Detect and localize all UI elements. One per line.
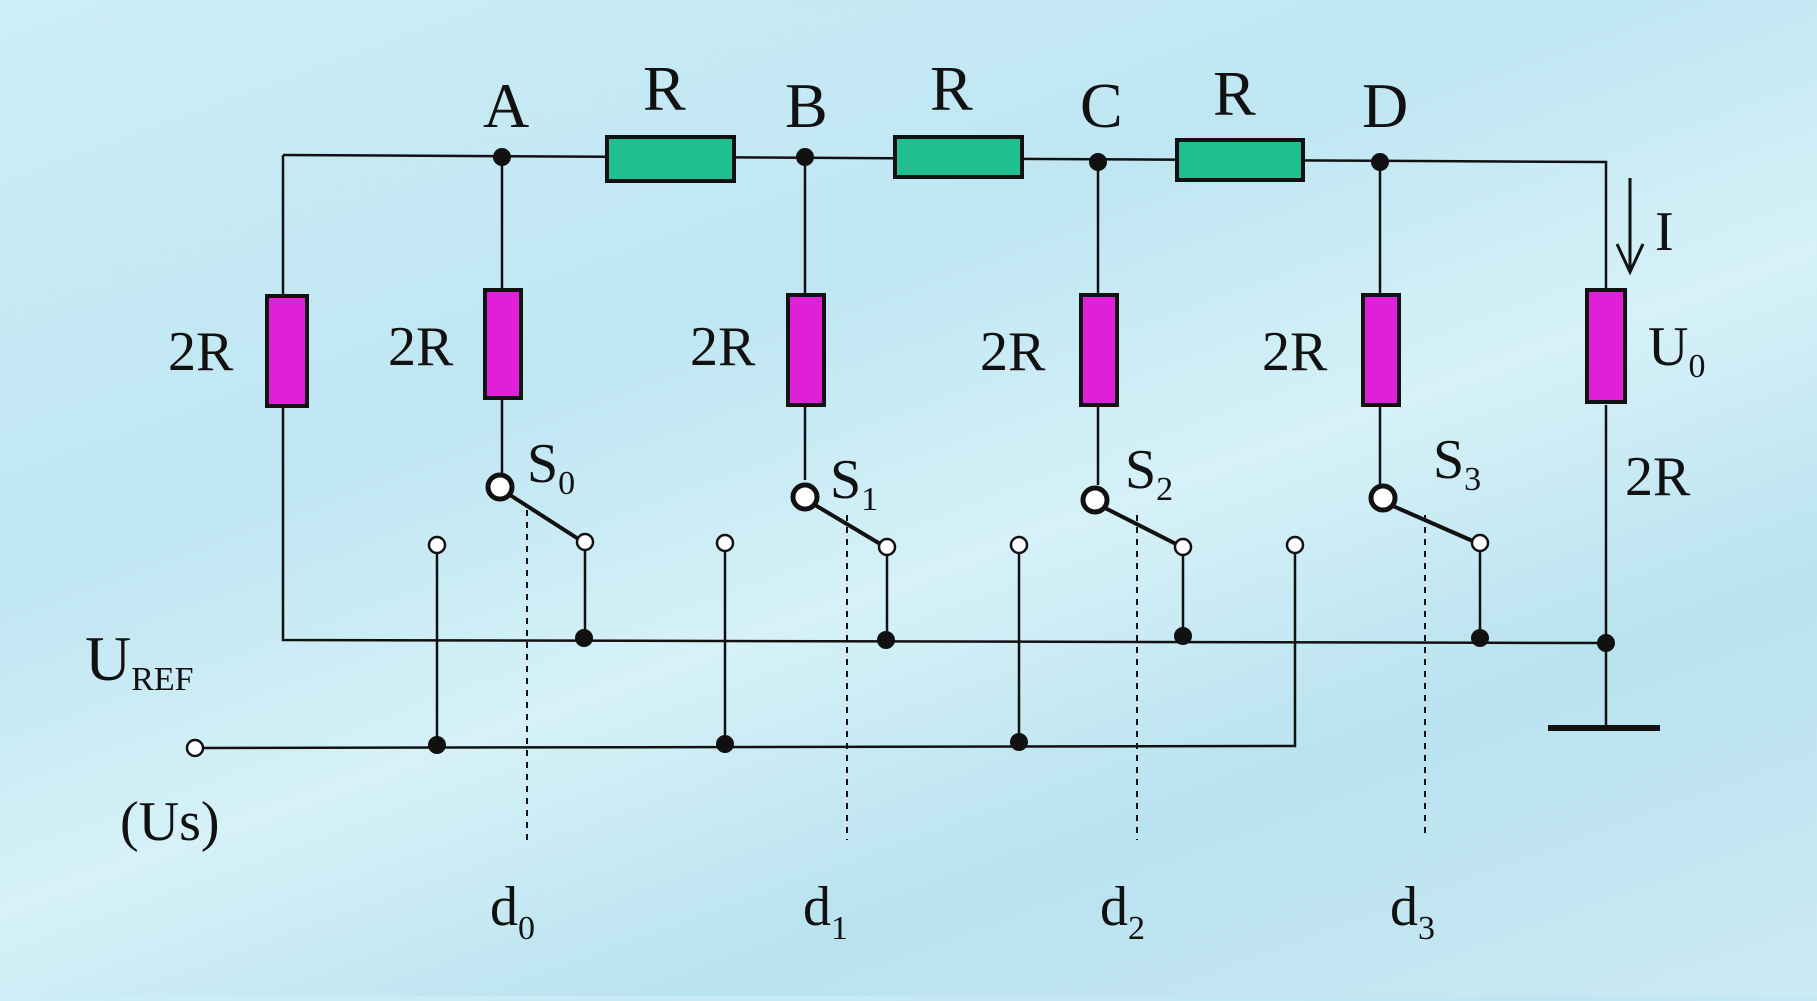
shunt-resistor-d bbox=[1361, 293, 1401, 407]
output-voltage-label: U0 bbox=[1648, 316, 1705, 385]
series-r-label-ab: R bbox=[643, 53, 686, 124]
switch-contact-0 bbox=[575, 532, 595, 552]
shunt-2r-label-a: 2R bbox=[388, 316, 454, 378]
switch-blade-2 bbox=[1104, 506, 1179, 547]
uref-junction-0 bbox=[428, 736, 446, 754]
series-resistor-bc bbox=[893, 135, 1024, 179]
bit-label-2: d2 bbox=[1100, 876, 1145, 947]
series-r-label-bc: R bbox=[930, 53, 973, 124]
uref-contact-2 bbox=[1009, 535, 1029, 555]
node-d-label: D bbox=[1362, 70, 1408, 141]
switch-contact-1 bbox=[877, 537, 897, 557]
bit-label-3: d3 bbox=[1390, 876, 1435, 947]
shunt-resistor-c bbox=[1079, 293, 1119, 407]
node-d-junction bbox=[1371, 153, 1389, 171]
left-branch-wire bbox=[281, 155, 1607, 645]
uref-contact-3 bbox=[1285, 535, 1305, 555]
uref-contact-1 bbox=[715, 533, 735, 553]
output-2r-label: 2R bbox=[1625, 446, 1691, 508]
node-a-junction bbox=[493, 148, 511, 166]
switch-pivot-1 bbox=[790, 482, 820, 512]
node-c-junction bbox=[1089, 153, 1107, 171]
bit-label-0: d0 bbox=[490, 876, 535, 947]
shunt-resistor-b bbox=[786, 293, 826, 407]
node-b-junction bbox=[796, 148, 814, 166]
switch-contact-3 bbox=[1470, 533, 1490, 553]
switch-pivot-3 bbox=[1368, 483, 1398, 513]
switch-blade-3 bbox=[1392, 504, 1476, 544]
shunt-2r-label-d: 2R bbox=[1262, 321, 1328, 383]
node-c-label: C bbox=[1080, 70, 1123, 141]
switch-label-1: S1 bbox=[830, 449, 878, 518]
series-resistor-cd bbox=[1175, 138, 1305, 182]
uref-tap-wires bbox=[435, 545, 1021, 745]
ground-junction-1 bbox=[877, 631, 895, 649]
current-label: I bbox=[1655, 201, 1674, 263]
node-b-label: B bbox=[785, 70, 828, 141]
switch-contact-2 bbox=[1173, 537, 1193, 557]
shunt-2r-label-b: 2R bbox=[690, 316, 756, 378]
us-label: (Us) bbox=[120, 791, 220, 853]
series-r-label-cd: R bbox=[1213, 58, 1256, 129]
uref-bus-wire bbox=[194, 545, 1297, 750]
ground-junction-0 bbox=[575, 629, 593, 647]
uref-label: UREF bbox=[85, 623, 194, 698]
current-arrow-head bbox=[1615, 243, 1645, 276]
ground-node-junction bbox=[1597, 634, 1615, 652]
uref-junction-1 bbox=[716, 735, 734, 753]
node-a-label: A bbox=[483, 70, 529, 141]
ground-junction-3 bbox=[1471, 629, 1489, 647]
bit-label-1: d1 bbox=[803, 876, 848, 947]
switch-pivot-2 bbox=[1080, 485, 1110, 515]
switch-pivot-0 bbox=[485, 472, 515, 502]
uref-junction-2 bbox=[1010, 733, 1028, 751]
shunt-resistor-a bbox=[483, 288, 523, 400]
switch-blade-0 bbox=[508, 493, 582, 542]
switch-blade-1 bbox=[813, 503, 884, 547]
uref-terminal bbox=[185, 738, 205, 758]
shunt-resistor-left bbox=[265, 294, 309, 408]
output-resistor bbox=[1585, 288, 1627, 404]
uref-contact-0 bbox=[427, 535, 447, 555]
ground-junction-2 bbox=[1174, 627, 1192, 645]
switch-label-3: S3 bbox=[1433, 429, 1481, 498]
switch-label-0: S0 bbox=[527, 433, 575, 502]
shunt-2r-label-c: 2R bbox=[980, 321, 1046, 383]
series-resistor-ab bbox=[605, 135, 736, 183]
shunt-2r-label-left: 2R bbox=[168, 321, 234, 383]
switch-label-2: S2 bbox=[1125, 439, 1173, 508]
